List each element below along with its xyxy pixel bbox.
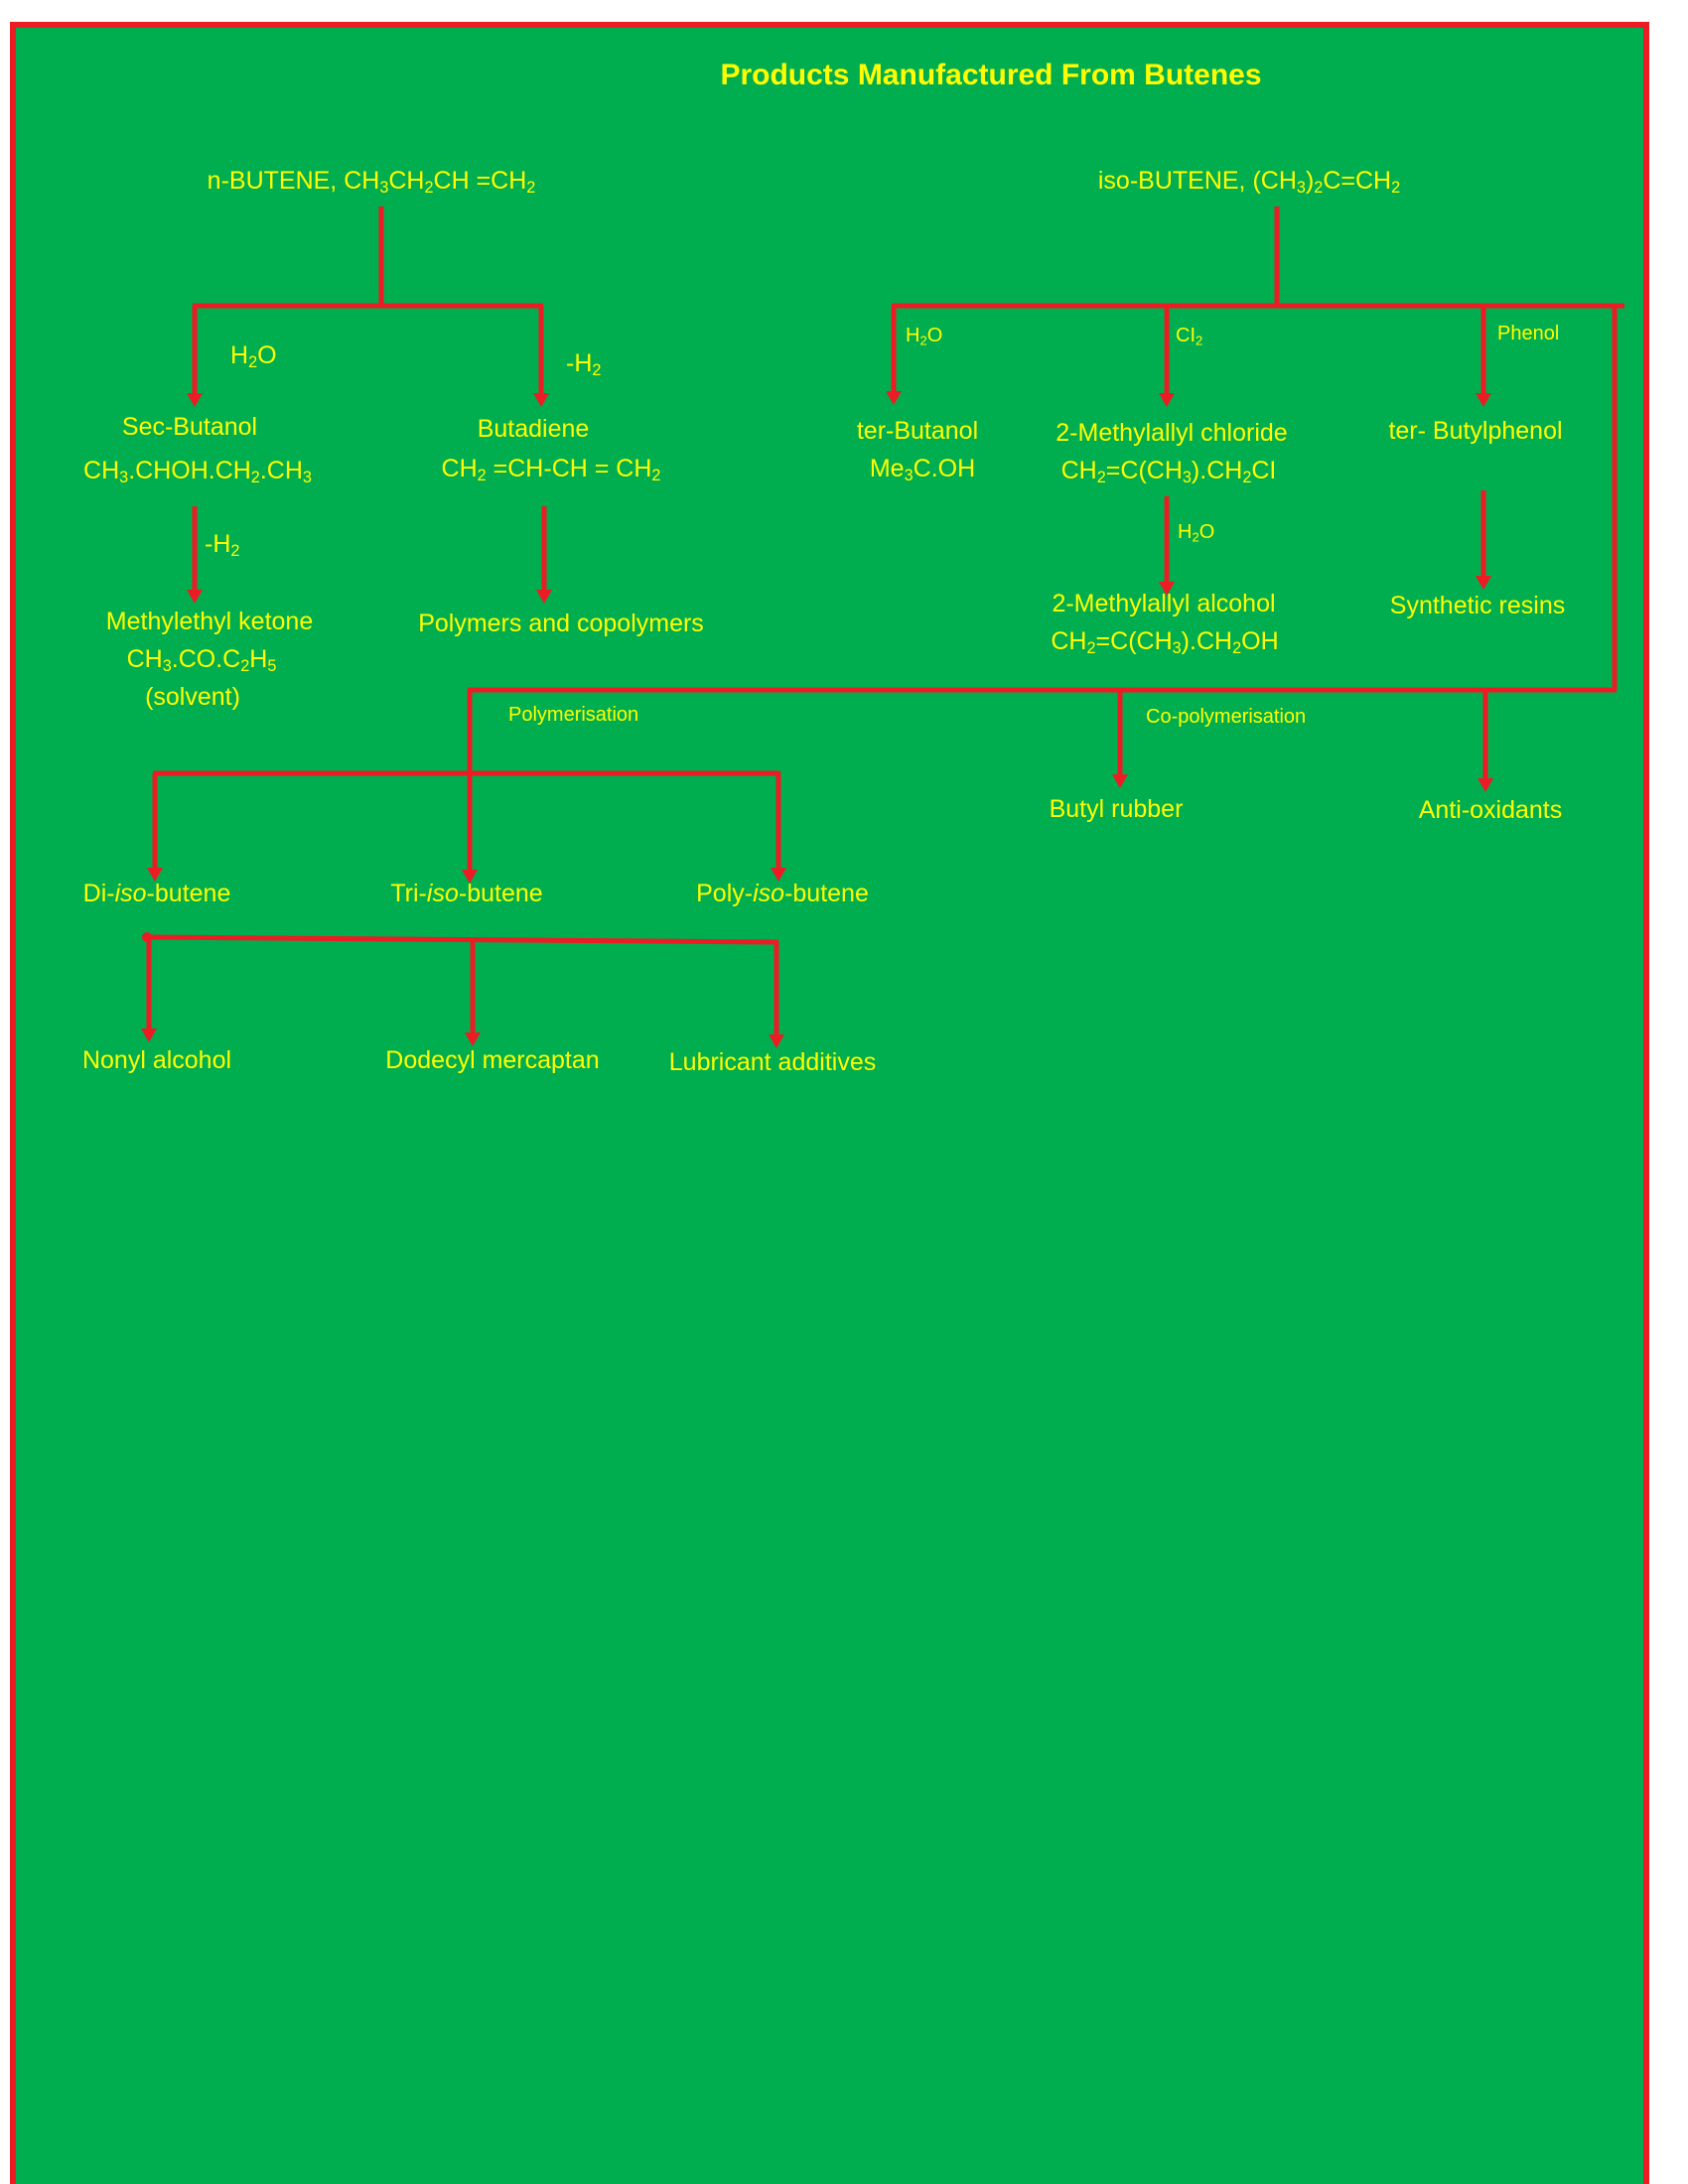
methylallyl-alcohol-formula: CH2=C(CH3).CH2OH: [1051, 627, 1279, 658]
arrowhead: [462, 870, 478, 884]
reagent-label-h2o: H2O: [1178, 521, 1215, 545]
butadiene-name: Butadiene: [477, 415, 590, 443]
diagram-background: [10, 22, 1649, 2184]
arrowhead: [1159, 393, 1175, 407]
arrowhead: [1159, 582, 1175, 596]
arrowhead: [187, 590, 203, 604]
junction-dot: [142, 932, 152, 942]
reagent-label-minus-h2: -H2: [205, 530, 240, 561]
arrowhead: [1476, 393, 1491, 407]
ter-butanol-formula: Me3C.OH: [869, 455, 976, 485]
arrowhead: [147, 868, 163, 882]
process-label-polymerisation: Polymerisation: [508, 704, 639, 726]
tri-iso-butene-node: Tri-iso-butene: [390, 880, 543, 907]
arrowhead: [1476, 576, 1491, 590]
butyl-rubber-node: Butyl rubber: [1049, 795, 1184, 823]
methylallyl-alcohol-name: 2-Methylallyl alcohol: [1052, 590, 1276, 617]
methylallyl-chloride-formula: CH2=C(CH3).CH2CI: [1060, 457, 1277, 487]
mek-formula: CH3.CO.C2H5: [126, 645, 277, 676]
arrowhead: [536, 590, 552, 604]
reagent-label-h2o: H2O: [230, 341, 277, 372]
reagent-label-minus-h2: -H2: [566, 349, 602, 380]
sec-butanol-formula: CH3.CHOH.CH2.CH3: [83, 457, 312, 487]
arrowhead: [771, 868, 786, 882]
ter-butylphenol-node: ter- Butylphenol: [1388, 417, 1563, 445]
n-butene-node: n-BUTENE, CH3CH2CH =CH2: [207, 167, 536, 198]
arrowhead: [769, 1034, 784, 1048]
process-label-co-polymerisation: Co-polymerisation: [1146, 706, 1307, 728]
dodecyl-mercaptan-node: Dodecyl mercaptan: [385, 1046, 600, 1074]
page-title: Products Manufactured From Butenes: [720, 59, 1262, 91]
butadiene-formula: CH2 =CH-CH = CH2: [441, 455, 661, 485]
mek-note: (solvent): [145, 683, 240, 711]
reagent-label-h2o: H2O: [906, 325, 943, 348]
lubricant-additives-node: Lubricant additives: [668, 1048, 877, 1076]
poly-iso-butene-node: Poly-iso-butene: [696, 880, 869, 907]
arrowhead: [1477, 778, 1493, 792]
reagent-label-cl2: CI2: [1176, 325, 1203, 348]
iso-butene-node: iso-BUTENE, (CH3)2C=CH2: [1097, 167, 1401, 198]
di-iso-butene-node: Di-iso-butene: [82, 880, 231, 907]
nonyl-alcohol-node: Nonyl alcohol: [81, 1046, 232, 1074]
arrowhead: [886, 391, 902, 405]
methylallyl-chloride-name: 2-Methylallyl chloride: [1055, 419, 1288, 447]
arrowhead: [141, 1028, 157, 1042]
anti-oxidants-node: Anti-oxidants: [1418, 796, 1563, 824]
arrowhead: [1112, 774, 1128, 788]
sec-butanol-name: Sec-Butanol: [121, 413, 258, 441]
arrowhead: [187, 393, 203, 407]
mek-name: Methylethyl ketone: [105, 608, 314, 635]
polymers-node: Polymers and copolymers: [418, 610, 704, 637]
line-di-iso-butene-bar: [146, 934, 779, 945]
synthetic-resins-node: Synthetic resins: [1389, 592, 1566, 619]
arrowhead: [465, 1032, 481, 1046]
arrowhead: [533, 393, 549, 407]
ter-butanol-name: ter-Butanol: [856, 417, 979, 445]
reagent-label-phenol: Phenol: [1497, 323, 1560, 344]
